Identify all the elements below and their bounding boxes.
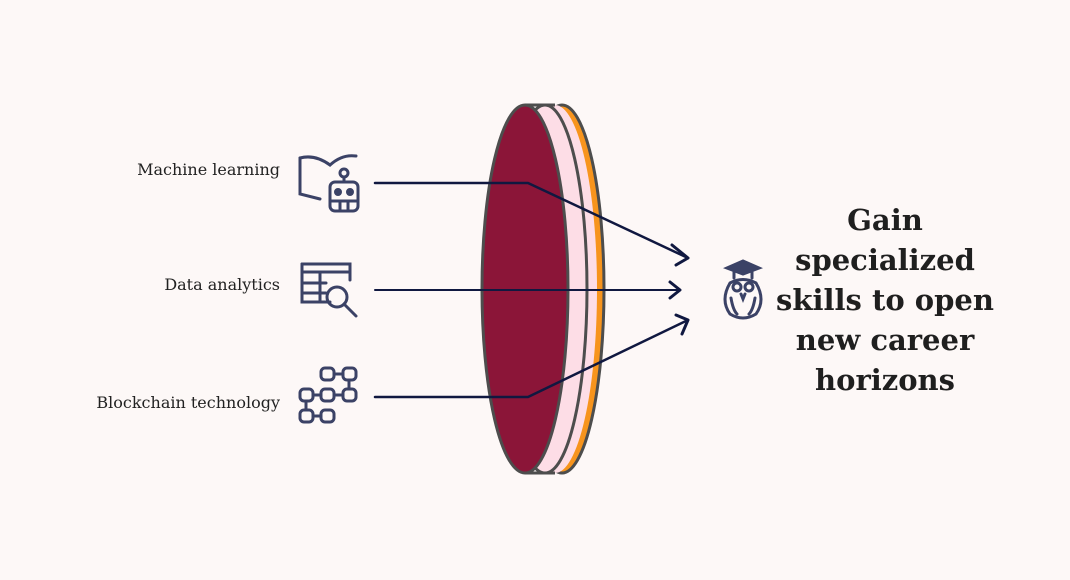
graduate-owl-icon xyxy=(723,259,763,320)
arrows xyxy=(373,181,690,399)
table-search-icon xyxy=(300,262,358,318)
input-label-machine-learning: Machine learning xyxy=(137,160,280,179)
arrow-blockchain xyxy=(373,318,690,399)
input-label-data-analytics: Data analytics xyxy=(164,275,280,294)
input-label-blockchain: Blockchain technology xyxy=(96,393,280,412)
outcome-headline: Gain specialized skills to open new care… xyxy=(776,203,994,397)
arrow-machine-learning xyxy=(373,181,690,260)
blockchain-blocks-icon xyxy=(298,366,358,424)
book-robot-icon xyxy=(298,154,360,213)
